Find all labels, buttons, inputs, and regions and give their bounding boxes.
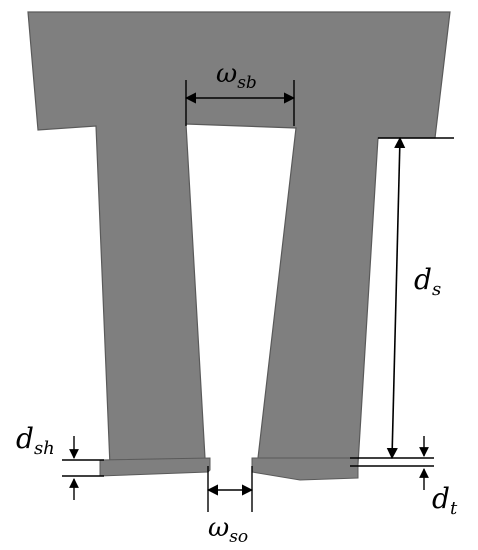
d-s-dimension-line [386,136,406,460]
w-sb-label: ωsb [216,59,257,93]
d-s-label: ds [414,263,441,300]
right-tooth-tip [251,457,359,481]
d-sh-label: dsh [16,422,55,459]
w-so-label: ωso [208,513,248,547]
left-tooth-tip [99,457,211,477]
d-t-label: dt [432,482,458,519]
slot-opening [212,466,250,490]
